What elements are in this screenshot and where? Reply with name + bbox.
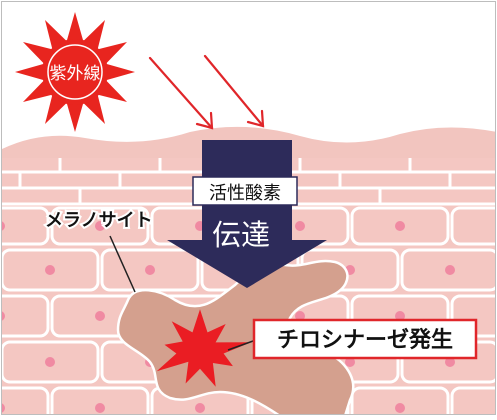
melanocyte-pointer <box>109 235 136 293</box>
tyrosinase-box <box>252 318 478 360</box>
transmit-label: 伝達 <box>212 218 270 252</box>
cell-nucleus <box>445 357 455 367</box>
cell-nucleus <box>395 221 405 231</box>
melanocyte-label: メラノサイト <box>45 210 153 231</box>
tyrosinase-label: チロシナーゼ発生 <box>277 328 453 353</box>
skin-cell <box>350 386 450 414</box>
cell-nucleus <box>295 311 305 321</box>
cell-nucleus <box>95 311 105 321</box>
uv-rays <box>148 54 265 130</box>
cell-nucleus <box>45 265 55 275</box>
cell-nucleus <box>195 403 205 413</box>
cell-nucleus <box>395 403 405 413</box>
cell-nucleus <box>95 221 105 231</box>
skin-cell <box>50 386 150 414</box>
cell-nucleus <box>295 221 305 231</box>
skin-cell <box>2 294 50 338</box>
cell-nucleus <box>145 265 155 275</box>
cell-nucleus <box>2 221 5 231</box>
ros-box <box>192 176 298 206</box>
cell-nucleus <box>345 357 355 367</box>
cell-nucleus <box>395 311 405 321</box>
sun-icon: 紫外線 <box>15 12 135 132</box>
cell-nucleus <box>45 357 55 367</box>
cell-nucleus <box>95 403 105 413</box>
cell-nucleus <box>445 265 455 275</box>
skin-cell <box>2 386 50 414</box>
cell-nucleus <box>2 311 5 321</box>
cell-nucleus <box>2 403 5 413</box>
ros-label: 活性酸素 <box>209 183 281 204</box>
uv-label: 紫外線 <box>50 64 101 84</box>
skin-cell <box>450 386 495 414</box>
skin-cell <box>450 206 495 246</box>
skin-cell <box>2 206 50 246</box>
burst-pointer <box>227 339 257 351</box>
tyrosinase-burst <box>156 309 252 387</box>
